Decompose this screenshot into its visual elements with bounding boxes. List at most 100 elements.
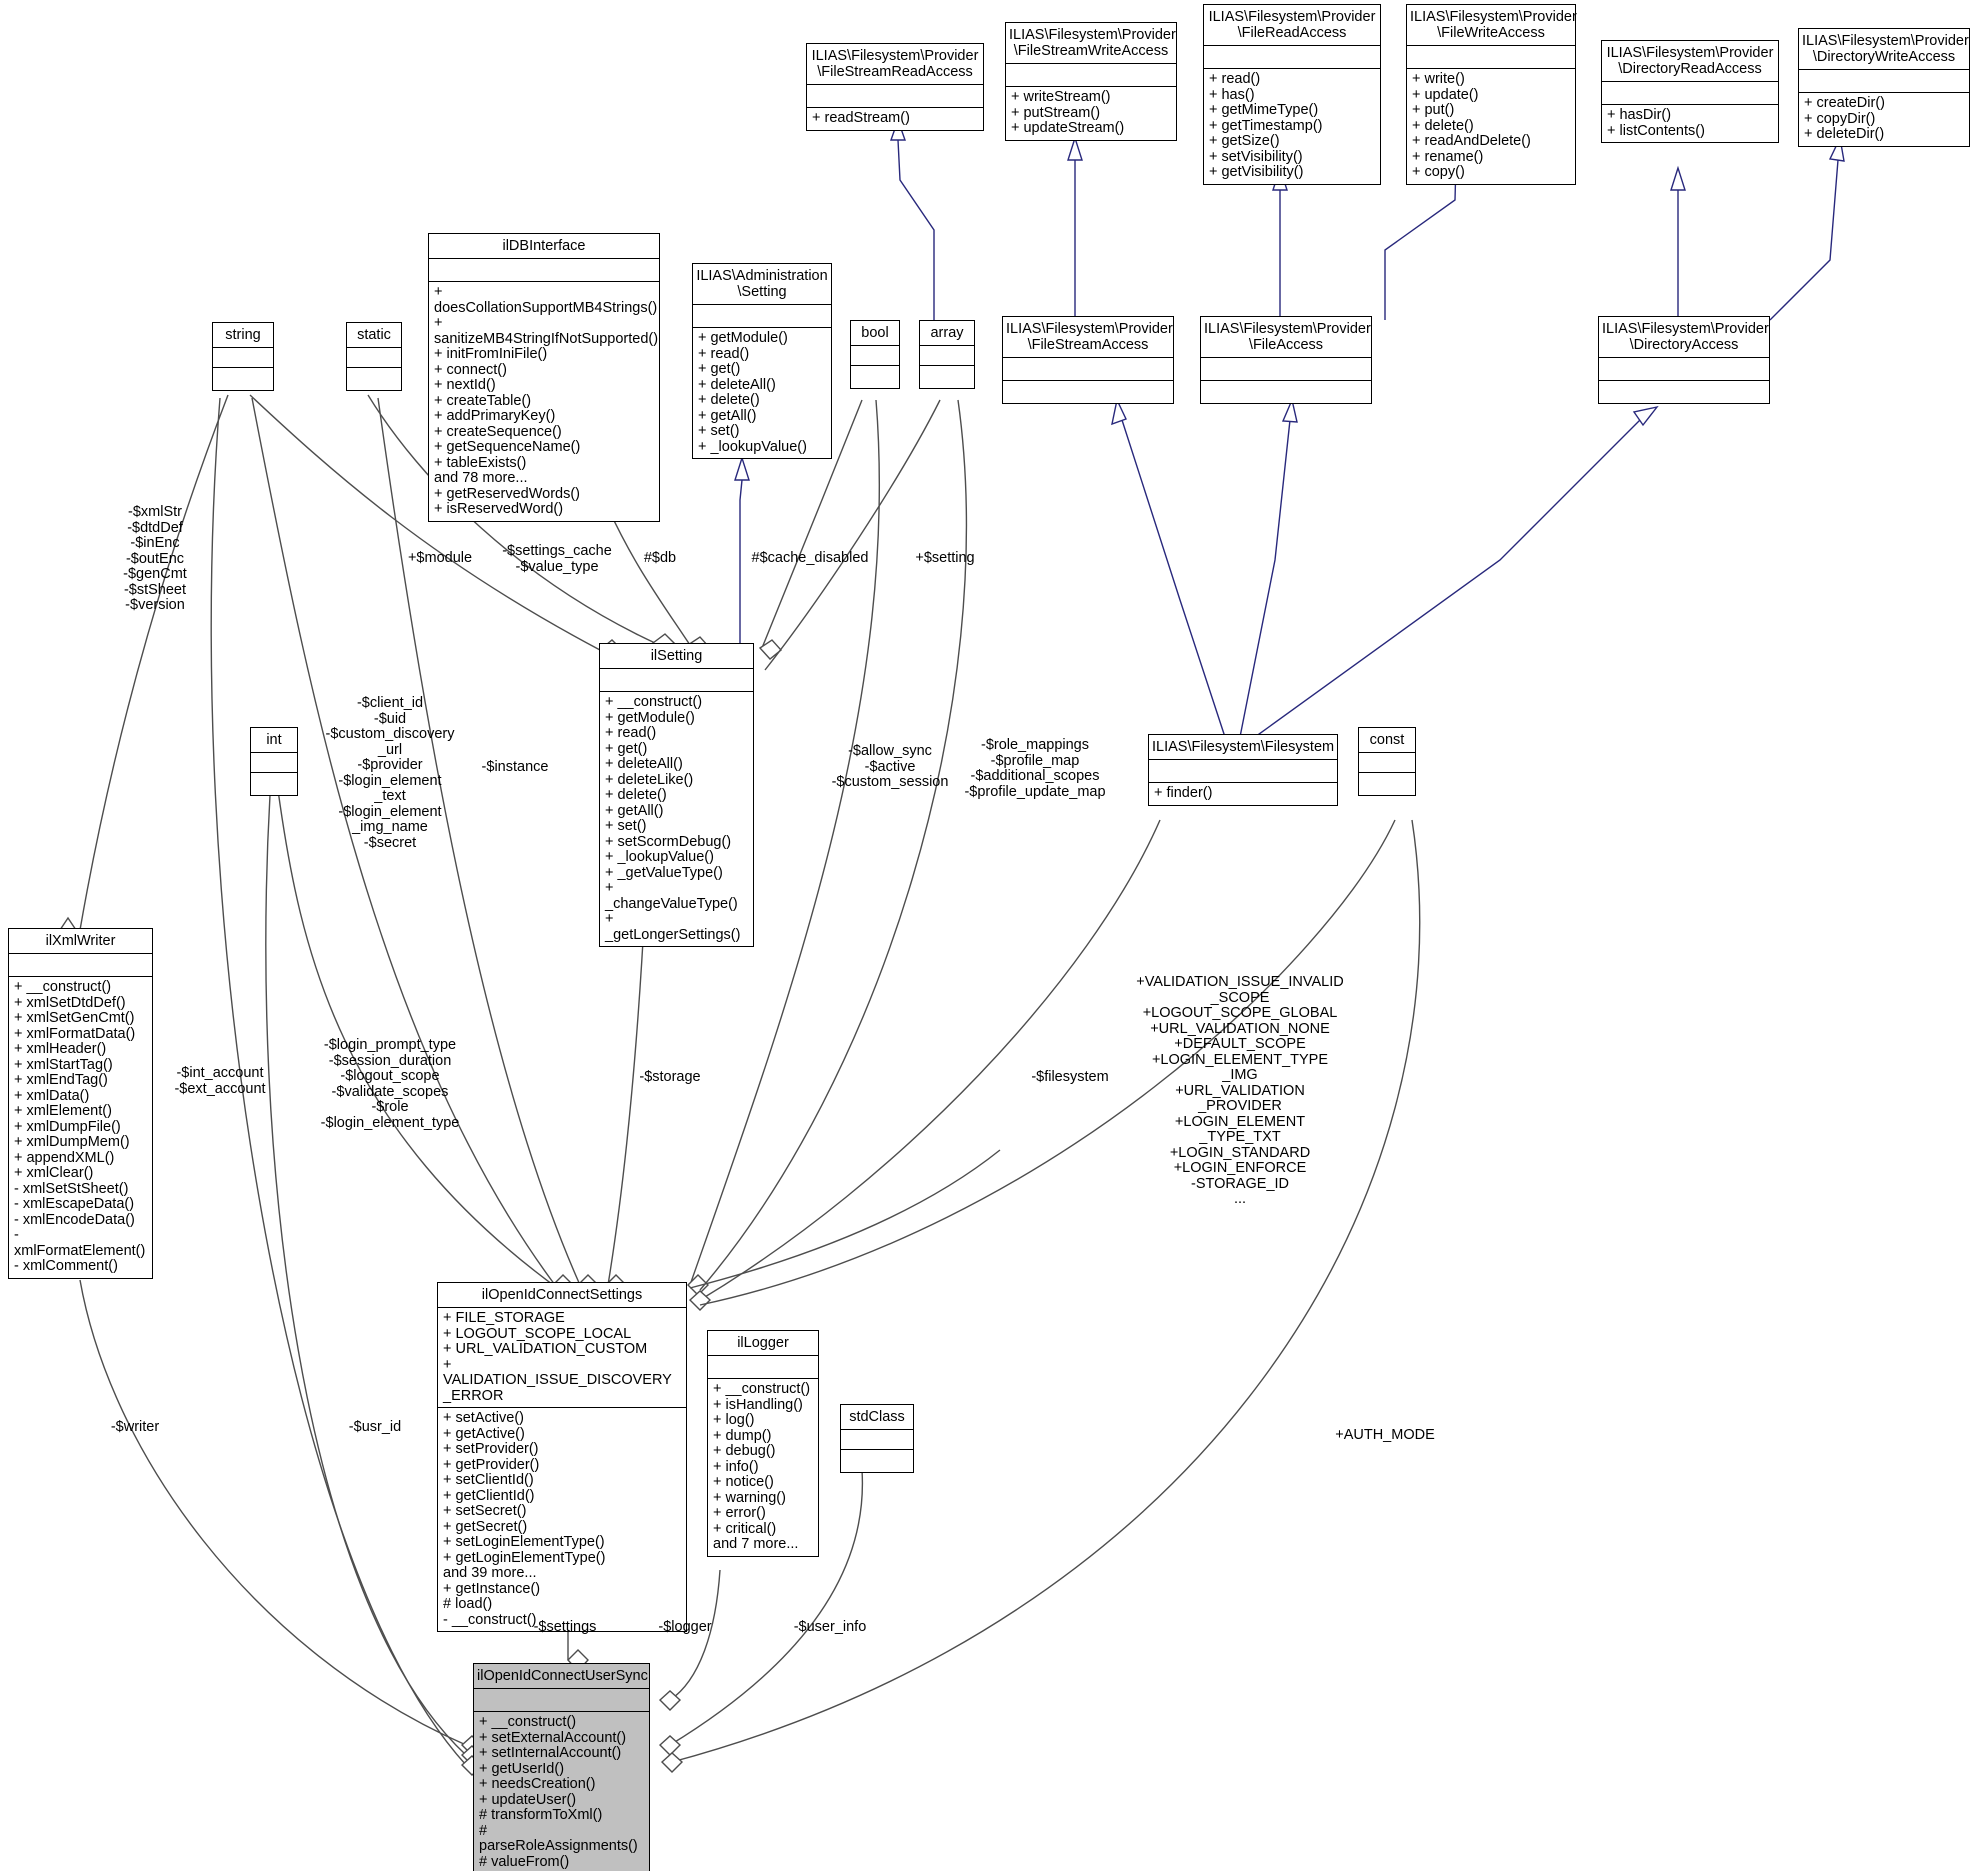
class-box-file-stream-read-access[interactable]: ILIAS\Filesystem\Provider \FileStreamRea…: [806, 43, 984, 131]
type-operations: [851, 366, 899, 388]
type-operations: [920, 366, 974, 388]
class-attributes: [1006, 64, 1176, 87]
type-attributes: [851, 346, 899, 366]
class-box-file-write-access[interactable]: ILIAS\Filesystem\Provider \FileWriteAcce…: [1406, 4, 1577, 185]
type-box-const[interactable]: const: [1358, 727, 1416, 796]
class-operations: [1003, 381, 1173, 403]
edge-label-login-prompt-type: -$login_prompt_type -$session_duration -…: [320, 1037, 460, 1131]
class-title: ILIAS\Filesystem\Filesystem: [1149, 735, 1337, 760]
type-box-string[interactable]: string: [212, 322, 274, 391]
class-title: ILIAS\Filesystem\Provider \FileStreamRea…: [807, 44, 983, 85]
type-box-int[interactable]: int: [250, 727, 298, 796]
class-box-ilxmlwriter[interactable]: ilXmlWriter + __construct() + xmlSetDtdD…: [8, 928, 153, 1279]
type-box-array[interactable]: array: [919, 320, 975, 389]
edge-label-role-mappings: -$role_mappings -$profile_map -$addition…: [964, 737, 1106, 800]
type-box-stdclass[interactable]: stdClass: [840, 1404, 914, 1473]
class-box-ilsetting[interactable]: ilSetting + __construct() + getModule() …: [599, 643, 754, 947]
type-operations: [841, 1450, 913, 1472]
class-box-directory-write-access[interactable]: ILIAS\Filesystem\Provider \DirectoryWrit…: [1798, 28, 1970, 147]
edge-label-auth-mode: +AUTH_MODE: [1335, 1427, 1435, 1443]
class-attributes: [600, 669, 753, 692]
type-title: bool: [851, 321, 899, 346]
class-operations: + __construct() + isHandling() + log() +…: [713, 1381, 811, 1552]
class-box-administration-setting[interactable]: ILIAS\Administration \Setting + getModul…: [692, 263, 832, 459]
class-box-directory-access[interactable]: ILIAS\Filesystem\Provider \DirectoryAcce…: [1598, 316, 1770, 404]
class-box-ilopenidconnectusersync[interactable]: ilOpenIdConnectUserSync + __construct() …: [473, 1663, 650, 1871]
class-title: ILIAS\Filesystem\Provider \DirectoryRead…: [1602, 41, 1778, 82]
edge-label-filesystem: -$filesystem: [1031, 1069, 1109, 1085]
type-operations: [347, 368, 401, 390]
class-operations: [1599, 381, 1769, 403]
class-attributes: [693, 305, 831, 328]
class-operations: + __construct() + setExternalAccount() +…: [479, 1714, 638, 1870]
class-attributes: [1201, 358, 1371, 381]
class-attributes: [1204, 46, 1380, 69]
class-box-file-access[interactable]: ILIAS\Filesystem\Provider \FileAccess: [1200, 316, 1372, 404]
class-box-file-stream-access[interactable]: ILIAS\Filesystem\Provider \FileStreamAcc…: [1002, 316, 1174, 404]
class-operations: + getModule() + read() + get() + deleteA…: [698, 330, 807, 455]
type-box-bool[interactable]: bool: [850, 320, 900, 389]
class-title: ilOpenIdConnectSettings: [438, 1283, 686, 1308]
class-title: ILIAS\Filesystem\Provider \FileStreamAcc…: [1003, 317, 1173, 358]
class-operations: + createDir() + copyDir() + deleteDir(): [1804, 95, 1885, 142]
class-box-filesystem[interactable]: ILIAS\Filesystem\Filesystem + finder(): [1148, 734, 1338, 806]
type-attributes: [251, 753, 297, 773]
type-operations: [1359, 773, 1415, 795]
edge-label-writer: -$writer: [110, 1419, 160, 1435]
class-title: ilXmlWriter: [9, 929, 152, 954]
class-attributes: [429, 259, 659, 282]
type-title: string: [213, 323, 273, 348]
class-operations: + write() + update() + put() + delete() …: [1412, 71, 1531, 180]
edge-label-cache-disabled: #$cache_disabled: [751, 550, 869, 566]
class-attributes: [1799, 70, 1969, 93]
class-box-file-read-access[interactable]: ILIAS\Filesystem\Provider \FileReadAcces…: [1203, 4, 1381, 185]
type-attributes: [347, 348, 401, 368]
class-attributes: + FILE_STORAGE + LOGOUT_SCOPE_LOCAL + UR…: [438, 1308, 686, 1408]
class-title: ILIAS\Filesystem\Provider \FileWriteAcce…: [1407, 5, 1577, 46]
type-box-static[interactable]: static: [346, 322, 402, 391]
class-operations: [1201, 381, 1371, 403]
edge-label-validation-consts: +VALIDATION_ISSUE_INVALID _SCOPE +LOGOUT…: [1136, 974, 1344, 1207]
class-attributes: [474, 1689, 649, 1712]
edge-label-module: +$module: [407, 550, 473, 566]
edge-label-settings: -$settings: [533, 1619, 597, 1635]
class-operations: + writeStream() + putStream() + updateSt…: [1011, 89, 1125, 136]
class-box-file-stream-write-access[interactable]: ILIAS\Filesystem\Provider \FileStreamWri…: [1005, 22, 1177, 141]
class-title: ILIAS\Filesystem\Provider \DirectoryWrit…: [1799, 29, 1969, 70]
class-title: ilLogger: [708, 1331, 818, 1356]
type-operations: [251, 773, 297, 795]
edge-label-usr-id: -$usr_id: [348, 1419, 402, 1435]
class-box-ildbinterface[interactable]: ilDBInterface + doesCollationSupportMB4S…: [428, 233, 660, 522]
type-attributes: [920, 346, 974, 366]
edge-label-storage: -$storage: [639, 1069, 701, 1085]
class-box-ilopenidconnectsettings[interactable]: ilOpenIdConnectSettings + FILE_STORAGE +…: [437, 1282, 687, 1632]
type-title: array: [920, 321, 974, 346]
class-box-directory-read-access[interactable]: ILIAS\Filesystem\Provider \DirectoryRead…: [1601, 40, 1779, 143]
class-attributes: [807, 85, 983, 108]
class-attributes: [1003, 358, 1173, 381]
class-box-illogger[interactable]: ilLogger + __construct() + isHandling() …: [707, 1330, 819, 1557]
type-attributes: [213, 348, 273, 368]
class-title: ILIAS\Filesystem\Provider \DirectoryAcce…: [1599, 317, 1769, 358]
edge-label-db: #$db: [643, 550, 677, 566]
type-operations: [213, 368, 273, 390]
class-operations: + __construct() + getModule() + read() +…: [605, 694, 741, 943]
edge-label-logger: -$logger: [658, 1619, 712, 1635]
class-title: ilDBInterface: [429, 234, 659, 259]
type-title: int: [251, 728, 297, 753]
edge-label-instance: -$instance: [481, 759, 549, 775]
class-title: ILIAS\Filesystem\Provider \FileReadAcces…: [1204, 5, 1380, 46]
edge-label-user-info: -$user_info: [793, 1619, 867, 1635]
class-operations: + hasDir() + listContents(): [1607, 107, 1705, 139]
class-title: ILIAS\Filesystem\Provider \FileAccess: [1201, 317, 1371, 358]
class-operations: + __construct() + xmlSetDtdDef() + xmlSe…: [14, 979, 146, 1274]
class-title: ilOpenIdConnectUserSync: [474, 1664, 649, 1689]
type-attributes: [1359, 753, 1415, 773]
type-title: const: [1359, 728, 1415, 753]
class-operations: + readStream(): [812, 110, 910, 126]
class-attributes: [1599, 358, 1769, 381]
class-attributes: [9, 954, 152, 977]
edge-label-client-id-block: -$client_id -$uid -$custom_discovery _ur…: [325, 695, 455, 851]
